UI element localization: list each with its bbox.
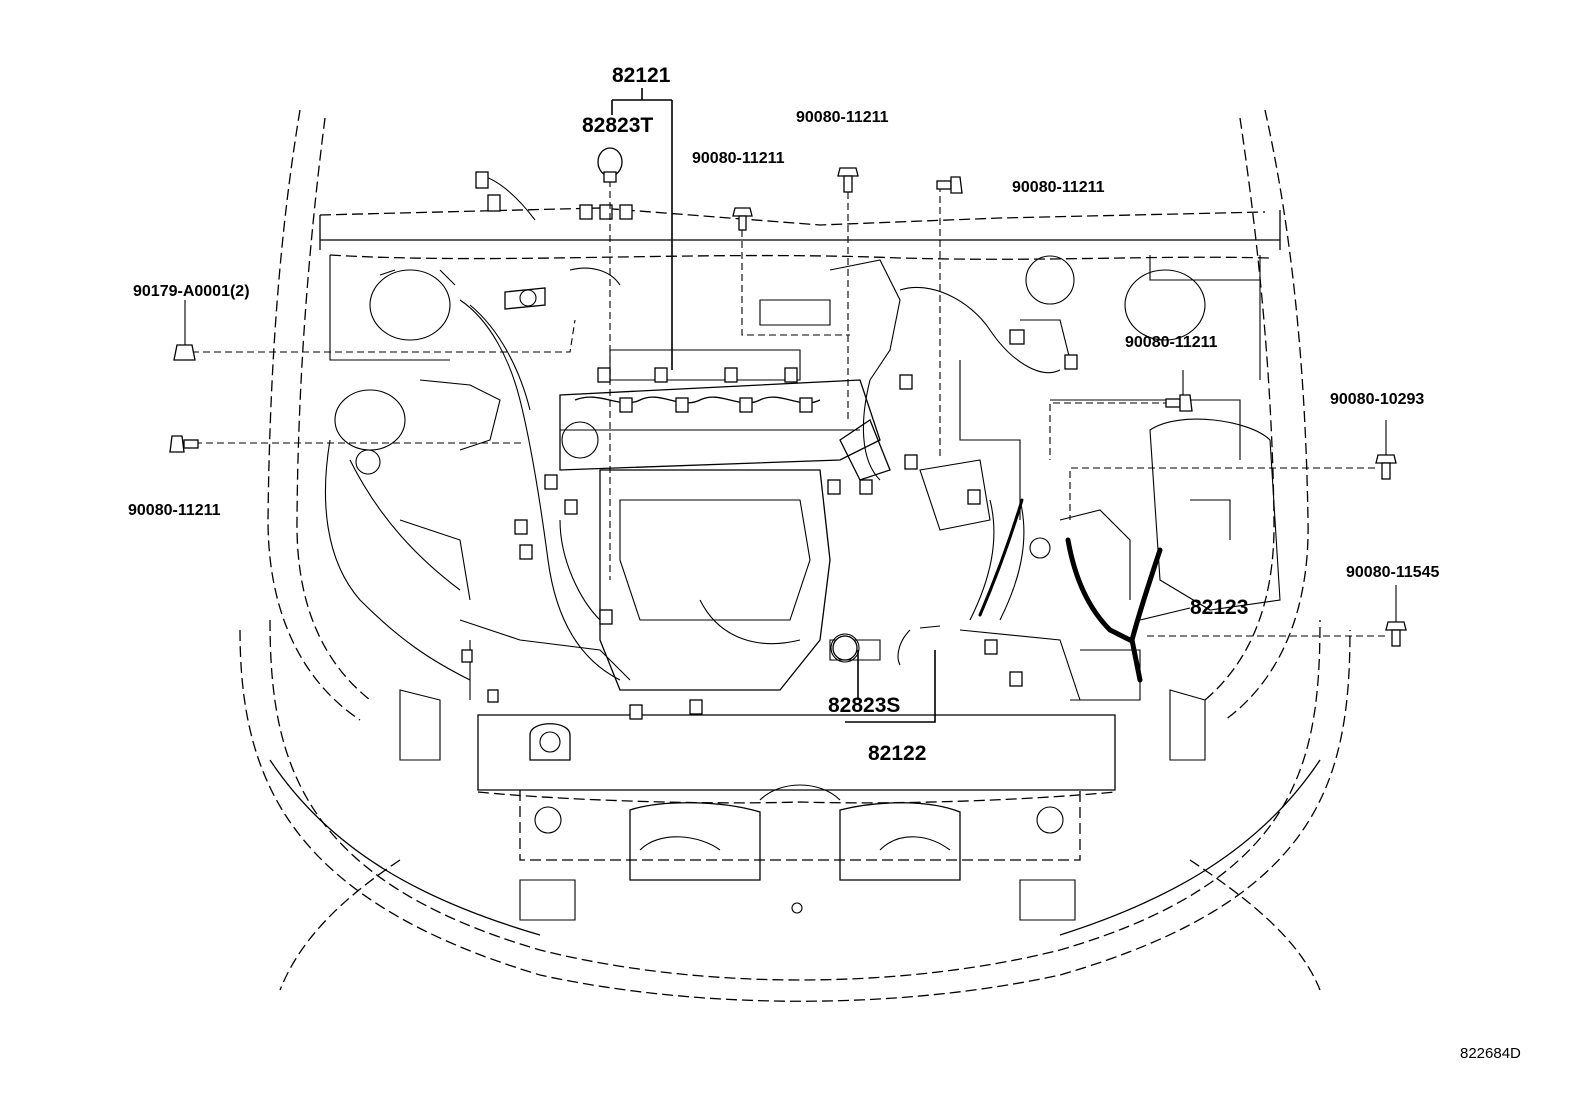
engine-block — [514, 349, 913, 720]
bolt-icon — [169, 435, 199, 453]
label-bolt-right-upper: 90080-11211 — [1125, 334, 1218, 351]
right-side-components — [759, 255, 1281, 701]
bolt-icon — [732, 207, 753, 231]
battery-cables — [978, 498, 1163, 683]
clip-icon — [173, 300, 196, 361]
label-82122: 82122 — [868, 742, 926, 765]
label-bolt-top-right: 90080-11211 — [1012, 179, 1105, 196]
label-bolt-right-lower: 90080-11545 — [1346, 564, 1440, 581]
label-bolt-top-left: 90080-11211 — [692, 150, 785, 167]
label-bolt-left: 90080-11211 — [128, 502, 221, 519]
bolt-icon — [1385, 585, 1407, 647]
leader-lines — [192, 88, 1385, 723]
radiator-support — [399, 689, 1206, 914]
label-clip-left: 90179-A0001(2) — [133, 283, 250, 300]
label-82823t: 82823T — [582, 114, 653, 137]
bolt-icon — [1375, 420, 1397, 480]
bulb-82823t-icon — [597, 147, 623, 183]
car-body-outline — [239, 109, 1351, 1002]
label-bolt-top-center: 90080-11211 — [796, 109, 889, 126]
label-82123: 82123 — [1190, 596, 1248, 619]
label-82121: 82121 — [612, 64, 671, 87]
cowl-panel — [319, 207, 1281, 260]
label-82823s: 82823S — [828, 694, 900, 717]
callout-labels: 82121 82823T 90080-11211 90080-11211 900… — [128, 64, 1521, 1062]
bolt-icon — [837, 167, 859, 193]
left-side-components — [324, 171, 633, 703]
bolt-icon — [1165, 370, 1193, 412]
reference-code: 822684D — [1460, 1045, 1521, 1062]
headlamp-left — [329, 255, 456, 361]
label-bolt-right-mid: 90080-10293 — [1330, 391, 1424, 408]
fasteners — [169, 147, 1407, 661]
bulb-82823s-icon — [832, 635, 858, 661]
headlamp-right — [1124, 255, 1261, 380]
bolt-icon — [936, 176, 963, 194]
